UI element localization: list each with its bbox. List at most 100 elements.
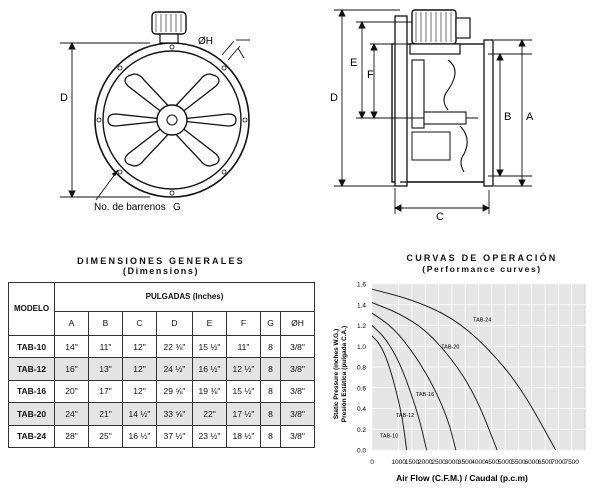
y-tick-label: 0.8 — [357, 365, 366, 372]
front-view-drawing: D ØH No. de barrenos G — [60, 11, 250, 213]
side-dim-B-label: B — [504, 111, 511, 123]
table-cell: 29 ⅝" — [156, 379, 193, 404]
table-cell: 14 ½" — [122, 402, 157, 426]
series-line — [371, 288, 557, 451]
performance-subtitle: (Performance curves) — [422, 264, 542, 274]
table-cell: 24 ½" — [156, 357, 193, 381]
series-label: TAB-16 — [416, 392, 434, 398]
y-tick-label: 0.2 — [357, 427, 366, 434]
table-cell: 22" — [192, 402, 227, 426]
side-dim-C-label: C — [436, 211, 444, 223]
x-tick-label: 0 — [370, 459, 374, 466]
table-cell: 13" — [88, 357, 123, 381]
table-cell: 3/8" — [279, 402, 316, 426]
y-tick-label: 1.6 — [357, 282, 366, 289]
table-cell: 3/8" — [279, 424, 316, 449]
table-cell: 28" — [54, 424, 89, 449]
table-cell: 8 — [260, 334, 281, 359]
dimensions-table: MODELO PULGADAS (Inches) A B C D E F G Ø… — [8, 282, 316, 449]
y-tick-label: 0.0 — [357, 448, 366, 455]
table-cell: 8 — [260, 424, 281, 449]
bolt-holes-G-label: G — [173, 202, 181, 213]
table-cell: 37 ½" — [156, 424, 193, 449]
y-tick-label: 0.4 — [357, 406, 366, 413]
y-tick-label: 1.0 — [357, 344, 366, 351]
series-label: TAB-24 — [473, 317, 491, 323]
x-tick-label: 6500 — [538, 459, 553, 466]
table-cell: 25" — [88, 424, 123, 449]
model-cell: TAB-12 — [8, 357, 55, 381]
table-cell: 17 ½" — [226, 402, 261, 426]
series-line — [371, 335, 408, 451]
table-row: TAB-16 20" 17" 12" 29 ⅝" 19 ⅜" 15 ½" 8 3… — [8, 379, 316, 404]
table-row: TAB-10 14" 11" 12" 22 ⅜" 15 ½" 11" 8 3/8… — [8, 334, 316, 359]
table-cell: 16" — [54, 357, 89, 381]
table-cell: 14" — [54, 334, 89, 359]
table-cell: 12" — [122, 379, 157, 404]
col-header: G — [260, 310, 281, 336]
x-tick-label: 5500 — [511, 459, 526, 466]
table-cell: 8 — [260, 402, 281, 426]
table-row: TAB-24 28" 25" 16 ½" 37 ½" 23 ½" 18 ½" 8… — [8, 424, 316, 449]
table-cell: 8 — [260, 357, 281, 381]
table-row: TAB-20 24" 21" 14 ½" 33 ⅝" 22" 17 ½" 8 3… — [8, 402, 316, 426]
hub — [156, 104, 188, 136]
side-dim-D-label: D — [330, 92, 338, 104]
x-axis-label: Air Flow (C.F.M.) / Caudal (p.c.m) — [396, 473, 528, 483]
x-tick-label: 2500 — [431, 459, 446, 466]
table-cell: 16 ½" — [192, 357, 227, 381]
modelo-header: MODELO — [8, 282, 55, 336]
table-cell: 12" — [122, 357, 157, 381]
side-dim-E-label: E — [350, 57, 357, 69]
x-tick-label: 3500 — [458, 459, 473, 466]
side-motor — [411, 9, 457, 45]
inner-flange-ring — [102, 50, 242, 190]
performance-title: CURVAS DE OPERACIÓN — [406, 253, 558, 263]
col-header: C — [122, 310, 157, 336]
side-dim-A-label: A — [526, 111, 534, 123]
x-tick-label: 7500 — [564, 459, 579, 466]
col-header: A — [54, 310, 89, 336]
table-cell: 24" — [54, 402, 89, 426]
table-cell: 3/8" — [279, 379, 316, 404]
table-cell: 12 ½" — [226, 357, 261, 381]
model-cell: TAB-24 — [8, 424, 55, 449]
series-line — [371, 325, 428, 451]
x-tick-label: 6000 — [525, 459, 540, 466]
table-cell: 12" — [122, 334, 157, 359]
bolt-holes — [96, 44, 248, 196]
performance-chart: 0 100015002000250030003500400045005000550… — [333, 282, 586, 483]
bolt-holes-label: No. de barrenos — [94, 202, 166, 213]
table-cell: 18 ½" — [226, 424, 261, 449]
series-label: TAB-10 — [380, 434, 398, 440]
y-tick-label: 0.6 — [357, 385, 366, 392]
dimensions-subtitle: (Dimensions) — [122, 266, 200, 276]
series-line — [371, 312, 457, 451]
col-header: D — [156, 310, 193, 336]
series-line — [371, 302, 498, 451]
table-cell: 15 ½" — [226, 379, 261, 404]
dimensions-title: DIMENSIONES GENERALES — [77, 256, 245, 266]
table-cell: 16 ½" — [122, 424, 157, 449]
series-label: TAB-12 — [396, 413, 414, 419]
front-dim-H-label: ØH — [198, 36, 213, 47]
model-cell: TAB-20 — [8, 402, 55, 426]
table-cell: 23 ½" — [192, 424, 227, 449]
x-tick-label: 4000 — [471, 459, 486, 466]
col-header: B — [88, 310, 123, 336]
side-view-drawing: D E F B A C — [330, 8, 534, 223]
model-cell: TAB-10 — [8, 334, 55, 359]
table-cell: 22 ⅜" — [156, 334, 193, 359]
x-tick-label: 1500 — [405, 459, 420, 466]
table-cell: 19 ⅜" — [192, 379, 227, 404]
x-tick-label: 1000 — [391, 459, 406, 466]
x-tick-label: 3000 — [445, 459, 460, 466]
front-dim-D-label: D — [60, 92, 68, 104]
col-header: ØH — [279, 310, 316, 336]
x-tick-label: 2000 — [418, 459, 433, 466]
x-tick-label: 5000 — [498, 459, 513, 466]
table-cell: 15 ½" — [192, 334, 227, 359]
table-cell: 3/8" — [279, 357, 316, 381]
x-tick-label: 4500 — [485, 459, 500, 466]
model-cell: TAB-16 — [8, 379, 55, 404]
